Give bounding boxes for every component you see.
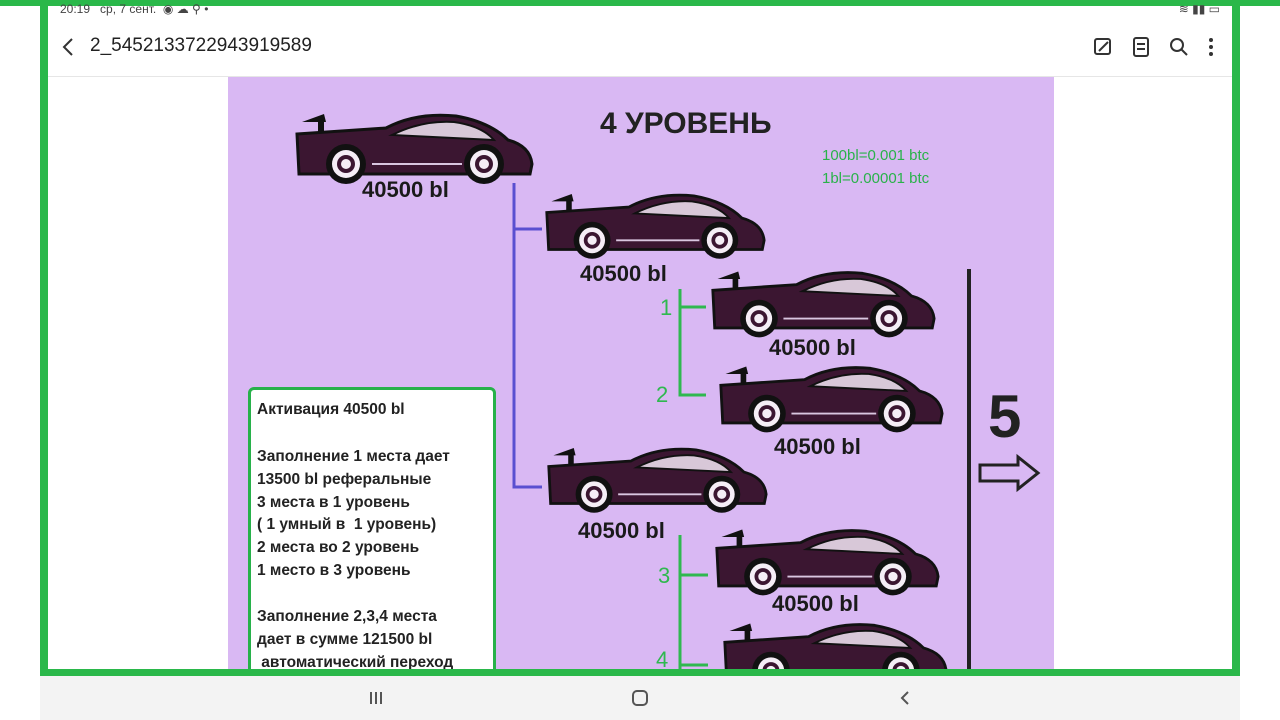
app-bar: 2_5452133722943919589	[48, 18, 1232, 77]
car-icon	[544, 189, 766, 261]
frame-left-border	[40, 6, 48, 676]
search-status-icon: ⚲	[192, 2, 201, 16]
slot-number: 1	[660, 295, 673, 320]
slot-number: 3	[658, 563, 671, 588]
frame-right-border	[1232, 6, 1240, 676]
system-nav-bar	[40, 676, 1240, 720]
car-icon	[722, 619, 948, 669]
frame-bottom-border	[40, 668, 1240, 676]
image-viewer: 4 УРОВЕНЬ 100bl=0.001 btc 1bl=0.00001 bt…	[48, 77, 1232, 669]
search-icon[interactable]	[1166, 34, 1192, 60]
info-line: дает в сумме 121500 bl	[257, 631, 433, 648]
info-line: 1 место в 3 уровень	[257, 562, 411, 579]
info-box: Активация 40500 bl Заполнение 1 места да…	[248, 387, 496, 669]
car-icon	[710, 267, 936, 339]
dot-icon: •	[204, 2, 209, 16]
car-price-label: 40500 bl	[772, 591, 859, 616]
car-icon	[294, 110, 534, 185]
info-line: 3 места в 1 уровень	[257, 494, 410, 511]
info-line: автоматический переход	[257, 654, 454, 669]
info-line: ( 1 умный в 1 уровень)	[257, 516, 437, 533]
status-date: ср, 7 сент.	[100, 2, 157, 16]
car-icon	[714, 525, 940, 597]
status-bar: 20:19 ср, 7 сент. ◉ ☁ ⚲ • ≋ ▮▮ ▭	[48, 0, 1232, 18]
signal-icon: ▮▮	[1192, 2, 1206, 16]
level-scheme-image: 4 УРОВЕНЬ 100bl=0.001 btc 1bl=0.00001 bt…	[228, 77, 1054, 669]
info-line: 13500 bl реферальные	[257, 471, 432, 488]
wifi-icon: ≋	[1178, 2, 1189, 16]
status-right: ≋ ▮▮ ▭	[1179, 2, 1220, 16]
status-time: 20:19	[60, 2, 91, 16]
recent-apps-icon[interactable]	[366, 688, 386, 708]
info-line: Активация 40500 bl	[257, 401, 405, 418]
info-line: 2 места во 2 уровень	[257, 539, 420, 556]
info-line: Заполнение 2,3,4 места	[257, 608, 437, 625]
level-heading: 4 УРОВЕНЬ	[600, 107, 772, 140]
whatsapp-icon: ◉	[162, 2, 174, 16]
home-icon[interactable]	[630, 688, 650, 708]
page-title: 2_5452133722943919589	[90, 35, 312, 56]
more-options-icon[interactable]	[1198, 34, 1224, 60]
car-price-label: 40500 bl	[580, 261, 667, 286]
rate-line-1: 100bl=0.001 btc	[822, 147, 930, 164]
status-left: 20:19 ср, 7 сент. ◉ ☁ ⚲ •	[60, 2, 208, 16]
car-price-label: 40500 bl	[774, 434, 861, 459]
rate-line-2: 1bl=0.00001 btc	[822, 170, 930, 187]
back-nav-icon[interactable]	[895, 688, 915, 708]
car-icon	[546, 443, 768, 515]
info-line: Заполнение 1 места дает	[257, 448, 450, 465]
edit-icon[interactable]	[1090, 34, 1116, 60]
back-arrow-icon[interactable]	[56, 34, 82, 60]
battery-icon: ▭	[1208, 2, 1220, 16]
car-price-label: 40500 bl	[578, 518, 665, 543]
slot-number: 4	[656, 647, 669, 669]
next-level-number: 5	[988, 383, 1022, 450]
frame-top-border	[0, 0, 1280, 6]
slot-number: 2	[656, 382, 669, 407]
cloud-icon: ☁	[176, 2, 189, 16]
tree-connectors	[512, 183, 1041, 669]
car-price-label: 40500 bl	[769, 335, 856, 360]
notes-icon[interactable]	[1128, 34, 1154, 60]
car-price-label: 40500 bl	[362, 177, 449, 202]
car-icon	[718, 362, 944, 434]
